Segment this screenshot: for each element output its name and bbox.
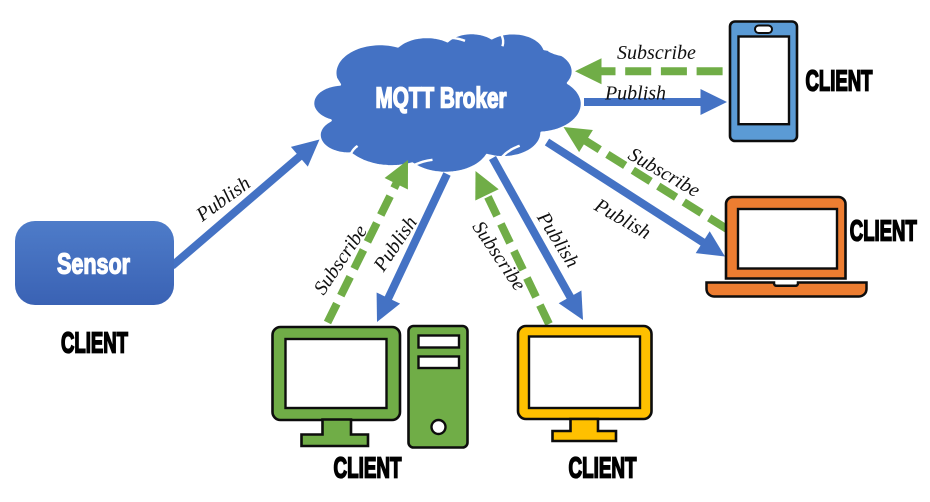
svg-text:CLIENT: CLIENT (61, 328, 128, 360)
svg-text:CLIENT: CLIENT (569, 453, 637, 485)
svg-text:Publish: Publish (604, 82, 666, 104)
svg-text:CLIENT: CLIENT (806, 65, 873, 97)
svg-text:Sensor: Sensor (57, 249, 130, 281)
svg-text:CLIENT: CLIENT (334, 453, 402, 485)
svg-text:Subscribe: Subscribe (617, 42, 696, 64)
svg-text:CLIENT: CLIENT (850, 216, 917, 248)
svg-text:MQTT Broker: MQTT Broker (376, 83, 507, 115)
